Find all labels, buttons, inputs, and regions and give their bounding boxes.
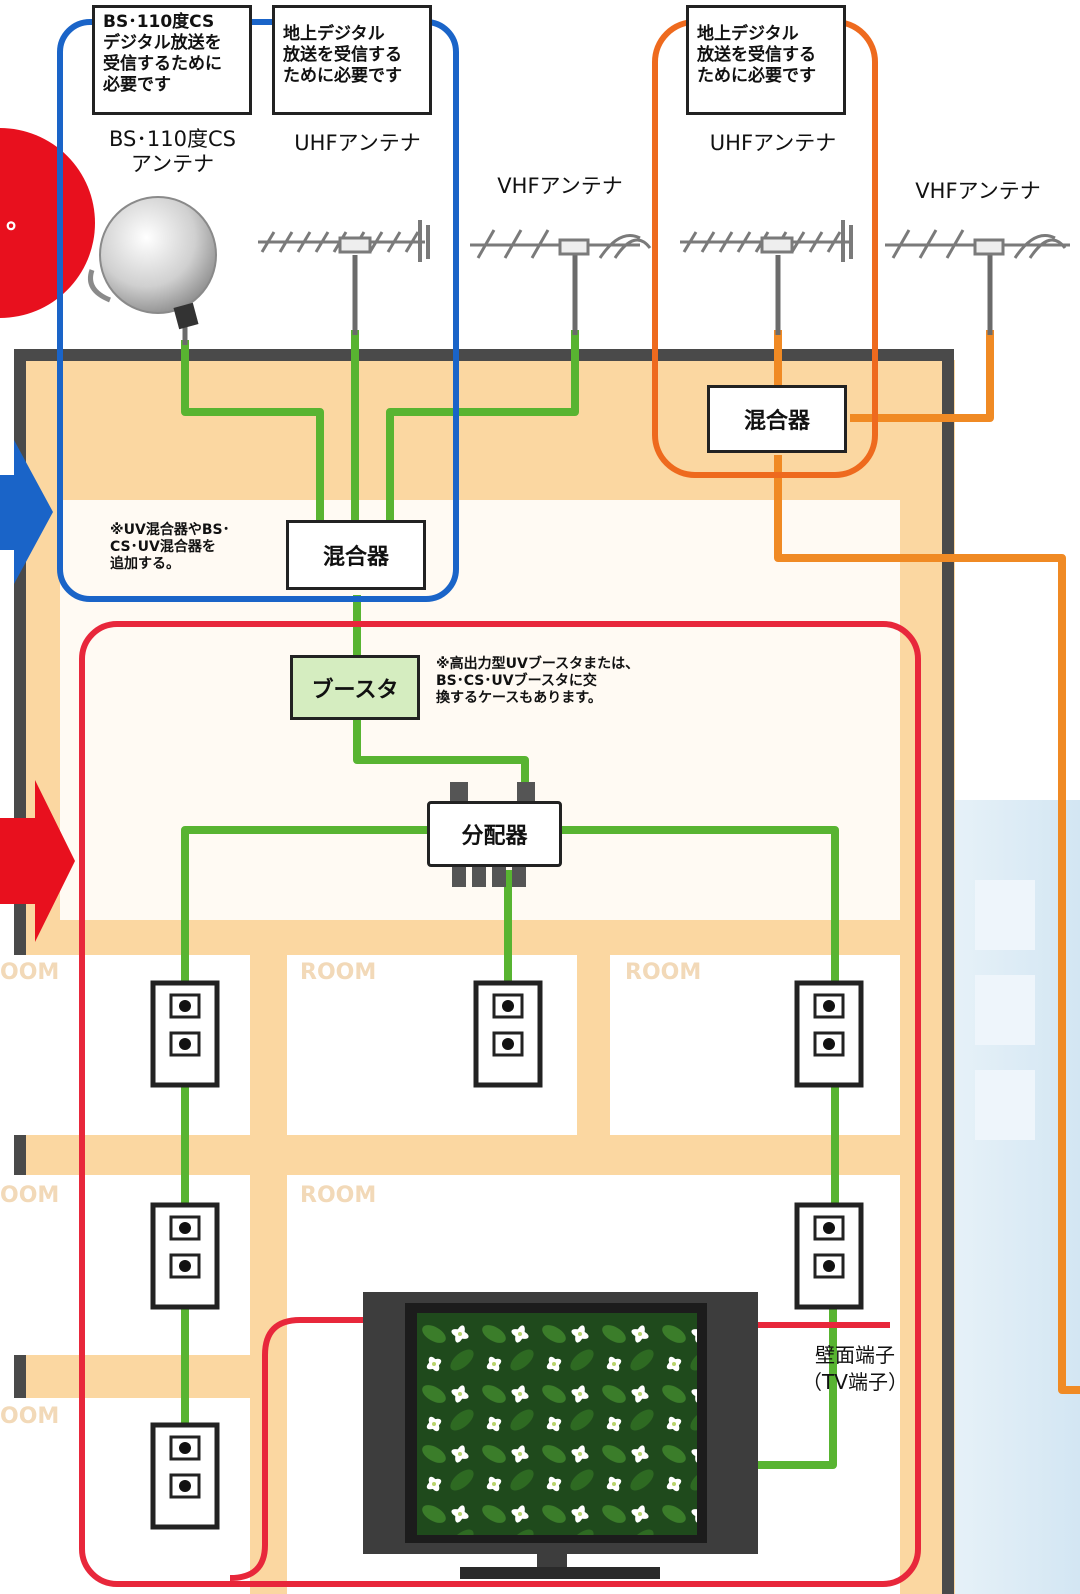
wall-terminal-label: 壁面端子 （TV端子） [795, 1342, 915, 1396]
svg-text:。: 。 [6, 205, 32, 235]
booster-note: ※高出力型UVブースタまたは、 BS･CS･UVブースタに交 換するケースもあり… [436, 656, 706, 707]
uhf-antenna-label-2: UHFアンテナ [693, 127, 853, 157]
wall-terminal-icon [153, 983, 217, 1085]
mixer-box-right: 混合器 [707, 385, 847, 453]
room-label-left-2: OOM [0, 1183, 59, 1208]
room-label-center-2: ROOM [300, 1183, 376, 1208]
tv-icon [363, 1292, 758, 1579]
wall-terminal-icon [153, 1425, 217, 1527]
vhf-antenna-1 [470, 230, 650, 258]
terrestrial-callout-2: 地上デジタル 放送を受信する ために必要です [686, 5, 846, 115]
uhf-antenna-label-1: UHFアンテナ [280, 127, 435, 157]
mixer-box: 混合器 [286, 520, 426, 590]
outside-building [975, 880, 1035, 1140]
uhf-antenna-1 [258, 220, 428, 262]
wall-terminal-icon [797, 983, 861, 1085]
room-label-center-1: ROOM [300, 960, 376, 985]
booster-box: ブースタ [290, 655, 420, 720]
mixer-note: ※UV混合器やBS･ CS･UV混合器を 追加する。 [110, 522, 280, 573]
room-label-left-3: OOM [0, 1404, 59, 1429]
vhf-antenna-2 [885, 230, 1070, 258]
satellite-dish-icon [90, 197, 216, 329]
vhf-antenna-label-2: VHFアンテナ [898, 175, 1058, 205]
wall-terminal-icon [476, 983, 540, 1085]
room-label-right-1: ROOM [625, 960, 701, 985]
bs-cs-callout: BS･110度CS デジタル放送を 受信するために 必要です [92, 5, 252, 115]
wall-terminal-icon [153, 1205, 217, 1307]
vhf-antenna-label-1: VHFアンテナ [480, 170, 640, 200]
wall-terminal-icon [797, 1205, 861, 1307]
uhf-antenna-2 [680, 220, 851, 262]
bs-cs-antenna-label: BS･110度CS アンテナ [75, 127, 270, 177]
room-label-left-1: OOM [0, 960, 59, 985]
terrestrial-callout-1: 地上デジタル 放送を受信する ために必要です [272, 5, 432, 115]
splitter-box: 分配器 [427, 801, 562, 867]
antenna-masts [185, 255, 990, 345]
